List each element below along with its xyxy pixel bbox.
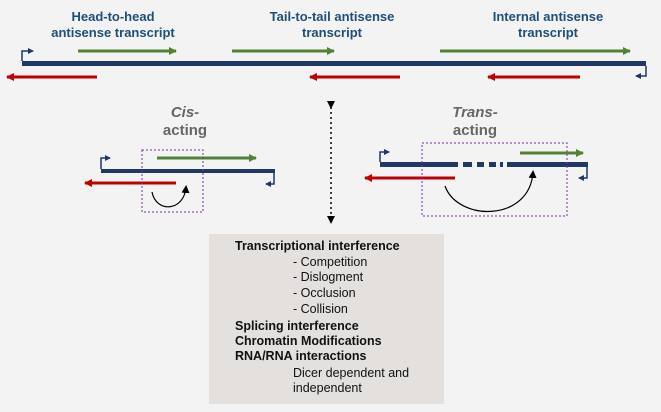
trans-dna-gap-2	[477, 162, 484, 167]
dicer-text-line2: independent	[293, 381, 362, 395]
transcriptional-interference-heading: Transcriptional interference	[235, 239, 400, 253]
cis-dotted-box	[141, 149, 204, 213]
trans-dna-strand-left	[380, 162, 458, 167]
cis-curved-arrow	[151, 185, 190, 208]
mechanism-sub-item-4: - Collision	[293, 302, 348, 316]
tail-to-tail-label-line2: transcript	[302, 25, 362, 40]
head-to-head-label-line1: Head-to-head	[71, 9, 155, 24]
cis-dna-strand	[101, 169, 275, 173]
main-dna-strand	[22, 61, 646, 66]
trans-dna-strand-right	[507, 162, 588, 167]
tss-antisense-top-right	[635, 66, 647, 79]
trans-curved-arrow	[444, 170, 537, 213]
head-to-head-label-line2: antisense transcript	[51, 25, 175, 40]
internal-antisense-label-line1: Internal antisense	[492, 9, 604, 24]
trans-rest: acting	[452, 122, 498, 139]
trans-dna-gap-1	[463, 162, 472, 167]
internal-antisense-label-line2: transcript	[518, 25, 578, 40]
tail-to-tail-label: Tail-to-tail antisense transcript	[250, 9, 414, 41]
tail-to-tail-label-line1: Tail-to-tail antisense	[269, 9, 395, 24]
cis-rest: acting	[162, 122, 208, 139]
trans-acting-label: Trans- acting	[435, 104, 515, 140]
mechanism-sub-item-3: - Occlusion	[293, 286, 356, 300]
splicing-interference-heading: Splicing interference	[235, 319, 359, 333]
trans-tss-right	[578, 167, 588, 181]
cis-italic: Cis-	[170, 104, 200, 121]
cis-tss-right	[265, 173, 275, 187]
dicer-text-line1: Dicer dependent and	[293, 366, 410, 380]
mechanisms-box: Transcriptional interference - Competiti…	[209, 234, 444, 404]
trans-dna-gap-3	[489, 162, 496, 167]
mechanism-sub-item-2: - Dislogment	[293, 270, 364, 284]
head-to-head-label: Head-to-head antisense transcript	[48, 9, 178, 41]
mechanism-sub-item-1: - Competition	[293, 255, 368, 269]
cis-tss-left	[100, 155, 111, 169]
trans-dotted-box	[421, 142, 568, 217]
tss-sense-top-left	[21, 48, 34, 61]
chromatin-modifications-heading: Chromatin Modifications	[235, 334, 382, 348]
cis-acting-label: Cis- acting	[150, 104, 220, 140]
trans-tss-left	[379, 149, 390, 162]
internal-antisense-label: Internal antisense transcript	[468, 9, 628, 41]
trans-italic: Trans-	[452, 104, 498, 121]
trans-dna-gap-4	[500, 162, 503, 167]
rna-rna-interactions-heading: RNA/RNA interactions	[235, 349, 367, 363]
